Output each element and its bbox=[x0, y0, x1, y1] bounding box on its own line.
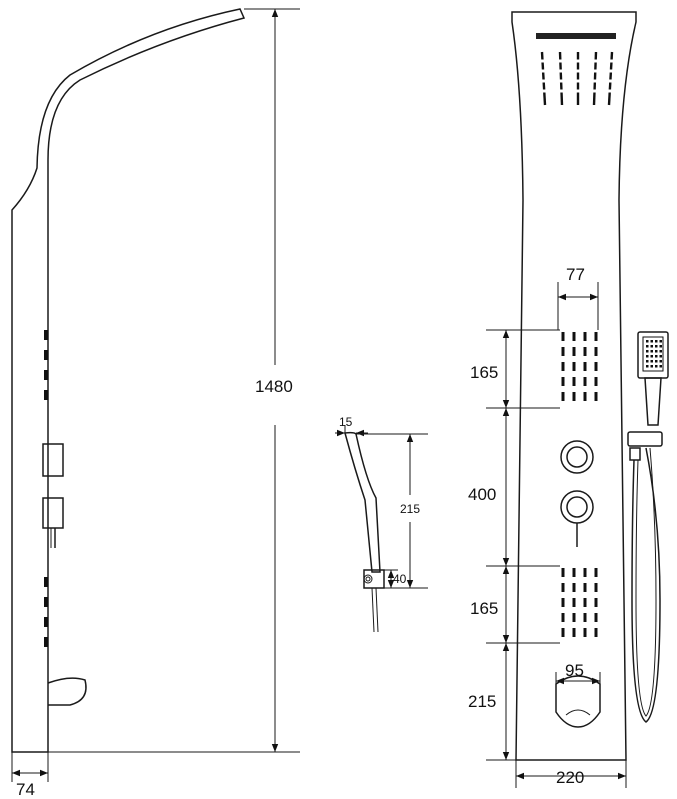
front-view: 77 165 400 165 215 95 220 bbox=[468, 11, 669, 788]
spray-nozzle bbox=[650, 345, 653, 348]
dim-lower-jets-height: 165 bbox=[470, 599, 498, 618]
spray-nozzle bbox=[659, 345, 662, 348]
spray-nozzle bbox=[650, 365, 653, 368]
spray-nozzle bbox=[646, 360, 649, 363]
dim-handshower-length: 215 bbox=[400, 502, 420, 516]
diverter-knob bbox=[560, 490, 594, 547]
side-valves bbox=[42, 443, 64, 548]
hand-shower bbox=[627, 331, 669, 723]
spray-nozzle bbox=[646, 355, 649, 358]
dim-panel-width: 220 bbox=[556, 768, 584, 787]
tub-spout bbox=[555, 675, 601, 728]
lower-body-jets bbox=[561, 568, 598, 637]
dim-spout-zone-height: 215 bbox=[468, 692, 496, 711]
side-spout bbox=[47, 677, 87, 706]
spray-nozzle bbox=[659, 355, 662, 358]
spray-nozzle bbox=[659, 360, 662, 363]
spray-nozzle bbox=[655, 360, 658, 363]
dim-handshower-holder: 40 bbox=[393, 572, 407, 586]
spray-nozzle bbox=[655, 365, 658, 368]
spray-nozzle bbox=[650, 360, 653, 363]
dim-valve-zone-height: 400 bbox=[468, 485, 496, 504]
spray-nozzle bbox=[655, 345, 658, 348]
spray-nozzle bbox=[655, 340, 658, 343]
dim-depth: 74 bbox=[16, 780, 35, 799]
dim-jets-width: 77 bbox=[566, 265, 585, 284]
dim-spout-width: 95 bbox=[565, 661, 584, 680]
spray-nozzle bbox=[659, 340, 662, 343]
spray-nozzle bbox=[646, 365, 649, 368]
hand-shower-detail: 15 215 40 bbox=[335, 415, 428, 633]
spray-nozzle bbox=[646, 350, 649, 353]
spray-nozzle bbox=[655, 355, 658, 358]
spray-nozzle bbox=[646, 340, 649, 343]
spray-nozzle bbox=[650, 340, 653, 343]
spray-nozzle bbox=[659, 365, 662, 368]
side-view: 1480 74 bbox=[11, 8, 300, 799]
spray-nozzle bbox=[655, 350, 658, 353]
dim-upper-jets-height: 165 bbox=[470, 363, 498, 382]
upper-body-jets bbox=[561, 332, 598, 401]
dim-handshower-tip: 15 bbox=[339, 415, 353, 429]
side-body-jets bbox=[44, 330, 48, 647]
dim-total-height: 1480 bbox=[255, 377, 293, 396]
spray-nozzle bbox=[659, 350, 662, 353]
spray-nozzle bbox=[650, 355, 653, 358]
rain-shower-head bbox=[536, 33, 616, 106]
spray-nozzle bbox=[646, 345, 649, 348]
spray-nozzle bbox=[650, 350, 653, 353]
thermostat-knob bbox=[560, 440, 594, 474]
